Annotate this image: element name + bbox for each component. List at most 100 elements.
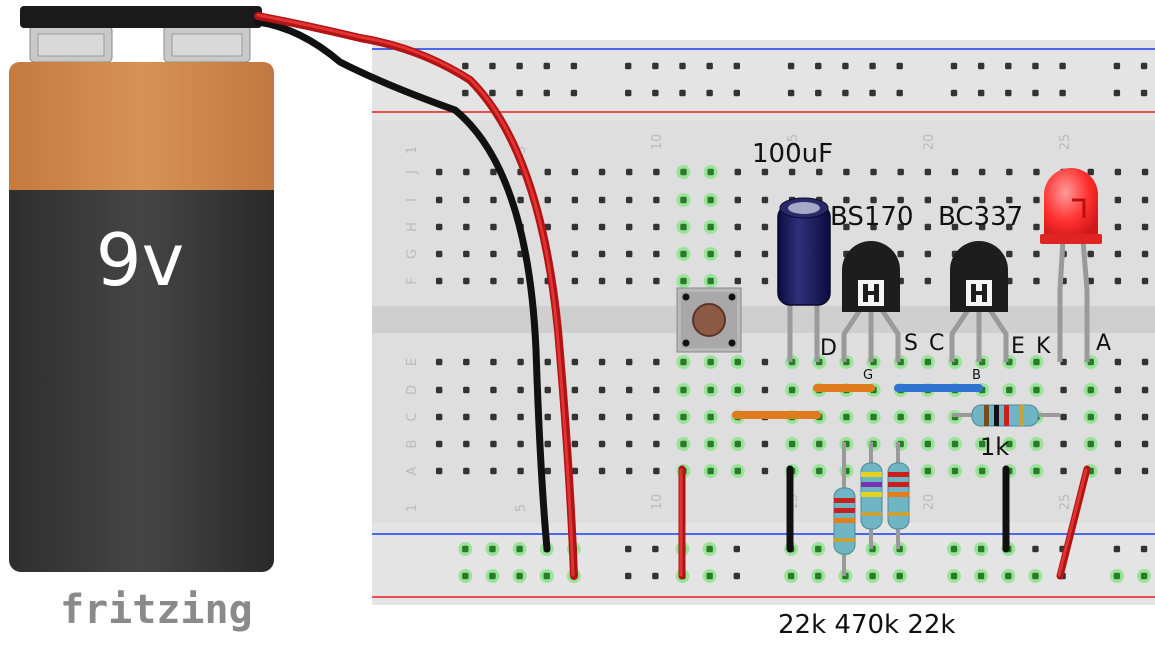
breadboard-hole[interactable] — [435, 358, 443, 366]
resistor-22k-right[interactable] — [887, 442, 910, 549]
breadboard-hole[interactable] — [544, 413, 551, 421]
breadboard-hole[interactable] — [734, 196, 741, 204]
breadboard-hole[interactable] — [598, 277, 606, 285]
rail-hole[interactable] — [706, 62, 713, 70]
breadboard-hole[interactable] — [598, 250, 606, 258]
rail-hole[interactable] — [489, 89, 496, 97]
breadboard-hole[interactable] — [435, 386, 443, 394]
breadboard-hole[interactable] — [951, 196, 959, 204]
resistor-22k-left[interactable] — [833, 442, 856, 576]
breadboard-hole[interactable] — [1114, 168, 1122, 176]
breadboard-hole[interactable] — [680, 250, 687, 258]
breadboard-hole[interactable] — [870, 196, 877, 204]
breadboard-hole[interactable] — [571, 440, 579, 448]
mosfet-bs170[interactable] — [841, 241, 901, 362]
resistor-1k[interactable] — [952, 404, 1060, 427]
breadboard-hole[interactable] — [463, 277, 470, 285]
breadboard-hole[interactable] — [897, 196, 904, 204]
breadboard-hole[interactable] — [653, 386, 660, 394]
breadboard-hole[interactable] — [1006, 223, 1013, 231]
breadboard-hole[interactable] — [870, 168, 877, 176]
breadboard-hole[interactable] — [951, 467, 959, 475]
rail-hole[interactable] — [706, 572, 713, 580]
breadboard-hole[interactable] — [1033, 168, 1040, 176]
rail-hole[interactable] — [462, 572, 469, 580]
breadboard-hole[interactable] — [435, 223, 443, 231]
breadboard-hole[interactable] — [707, 277, 714, 285]
breadboard-hole[interactable] — [951, 223, 959, 231]
rail-hole[interactable] — [1140, 89, 1148, 97]
rail-hole[interactable] — [869, 89, 876, 97]
breadboard-hole[interactable] — [1114, 196, 1122, 204]
breadboard-hole[interactable] — [571, 223, 579, 231]
breadboard-hole[interactable] — [1006, 196, 1013, 204]
breadboard-hole[interactable] — [544, 440, 551, 448]
breadboard-hole[interactable] — [653, 277, 660, 285]
rail-hole[interactable] — [977, 89, 985, 97]
breadboard-hole[interactable] — [1114, 467, 1122, 475]
breadboard-hole[interactable] — [653, 168, 660, 176]
breadboard-hole[interactable] — [1006, 168, 1013, 176]
rail-hole[interactable] — [516, 89, 523, 97]
rail-hole[interactable] — [896, 62, 903, 70]
breadboard-hole[interactable] — [463, 250, 470, 258]
breadboard-hole[interactable] — [1114, 223, 1122, 231]
breadboard-hole[interactable] — [463, 440, 470, 448]
rail-hole[interactable] — [1005, 62, 1012, 70]
breadboard-hole[interactable] — [490, 168, 497, 176]
breadboard-hole[interactable] — [1087, 277, 1094, 285]
breadboard-hole[interactable] — [1114, 440, 1122, 448]
breadboard-hole[interactable] — [571, 467, 579, 475]
breadboard-hole[interactable] — [517, 277, 524, 285]
rail-hole[interactable] — [815, 62, 822, 70]
rail-hole[interactable] — [625, 572, 632, 580]
breadboard-hole[interactable] — [463, 413, 470, 421]
breadboard-hole[interactable] — [435, 277, 443, 285]
rail-hole[interactable] — [543, 89, 550, 97]
rail-hole[interactable] — [625, 545, 632, 553]
breadboard-hole[interactable] — [626, 413, 633, 421]
breadboard-hole[interactable] — [924, 413, 932, 421]
breadboard-hole[interactable] — [924, 250, 932, 258]
breadboard-hole[interactable] — [435, 467, 443, 475]
breadboard-hole[interactable] — [734, 223, 741, 231]
breadboard-hole[interactable] — [517, 413, 524, 421]
breadboard-hole[interactable] — [978, 168, 986, 176]
breadboard-hole[interactable] — [707, 467, 714, 475]
breadboard-hole[interactable] — [1060, 467, 1067, 475]
breadboard-hole[interactable] — [598, 196, 606, 204]
rail-hole[interactable] — [950, 572, 958, 580]
breadboard-hole[interactable] — [816, 467, 823, 475]
rail-hole[interactable] — [462, 62, 469, 70]
rail-hole[interactable] — [543, 62, 550, 70]
rail-hole[interactable] — [977, 62, 985, 70]
breadboard-hole[interactable] — [653, 250, 660, 258]
breadboard-hole[interactable] — [544, 358, 551, 366]
breadboard-hole[interactable] — [1141, 440, 1149, 448]
breadboard-hole[interactable] — [463, 467, 470, 475]
rail-hole[interactable] — [842, 89, 849, 97]
breadboard-hole[interactable] — [571, 168, 579, 176]
breadboard-hole[interactable] — [517, 358, 524, 366]
breadboard-hole[interactable] — [626, 358, 633, 366]
rail-hole[interactable] — [977, 572, 985, 580]
breadboard-hole[interactable] — [1114, 277, 1122, 285]
breadboard-hole[interactable] — [897, 413, 904, 421]
push-button-cap[interactable] — [692, 303, 726, 337]
breadboard-hole[interactable] — [897, 250, 904, 258]
rail-hole[interactable] — [950, 62, 958, 70]
breadboard-hole[interactable] — [734, 358, 741, 366]
breadboard-hole[interactable] — [734, 440, 741, 448]
breadboard-hole[interactable] — [598, 467, 606, 475]
breadboard-hole[interactable] — [653, 467, 660, 475]
rail-hole[interactable] — [652, 62, 659, 70]
rail-hole[interactable] — [787, 572, 795, 580]
breadboard-hole[interactable] — [1060, 413, 1067, 421]
breadboard-hole[interactable] — [707, 223, 714, 231]
breadboard-hole[interactable] — [435, 413, 443, 421]
rail-hole[interactable] — [733, 572, 740, 580]
breadboard-hole[interactable] — [463, 223, 470, 231]
breadboard-hole[interactable] — [463, 386, 470, 394]
rail-hole[interactable] — [950, 545, 958, 553]
breadboard-hole[interactable] — [1087, 440, 1094, 448]
